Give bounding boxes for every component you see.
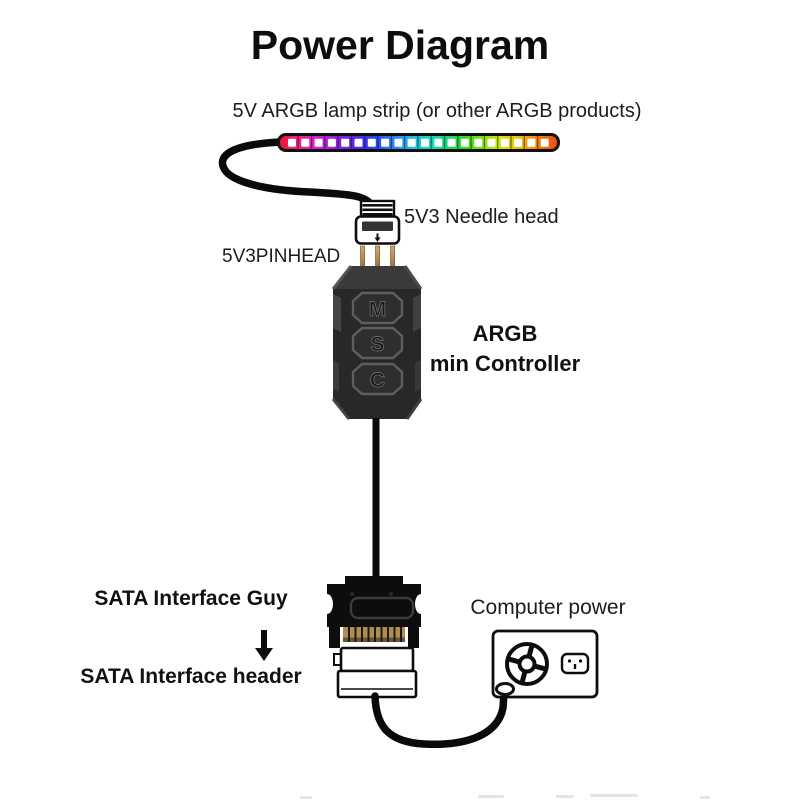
sata-plug-label: SATA Interface Guy: [94, 587, 288, 610]
button-m: M: [351, 291, 404, 325]
computer-power-label: Computer power: [470, 596, 626, 619]
strip-cable: [218, 138, 376, 210]
strip-label: 5V ARGB lamp strip (or other ARGB produc…: [232, 100, 642, 122]
controller-label-line2: min Controller: [429, 351, 581, 376]
psu-cable: [371, 688, 508, 749]
sata-receptacle: [333, 646, 418, 699]
button-c: C: [351, 362, 404, 396]
button-s-label: S: [370, 333, 384, 356]
down-arrow-icon: [255, 630, 273, 661]
sata-pins: [343, 627, 405, 642]
led-segments: [288, 136, 549, 149]
needle-head-connector: [354, 199, 401, 245]
needle-head-label: 5V3 Needle head: [404, 206, 559, 228]
argb-controller: M S C: [331, 265, 423, 420]
controller-label: ARGB min Controller: [105, 319, 800, 379]
fan-icon: [505, 642, 549, 686]
button-s: S: [351, 326, 404, 360]
sata-header-label: SATA Interface header: [80, 665, 302, 688]
pinhead-label: 5V3PINHEAD: [222, 246, 341, 267]
cable-grommet: [495, 682, 515, 696]
power-inlet-icon: [560, 652, 590, 675]
computer-power-unit: [491, 629, 599, 699]
page-title: Power Diagram: [250, 22, 550, 68]
sata-plug: [321, 576, 427, 648]
cutoff-text-artifact: [700, 796, 710, 799]
controller-label-line1: ARGB: [472, 321, 538, 346]
cutoff-text-artifact: [478, 795, 504, 798]
cutoff-text-artifact: [556, 795, 574, 798]
cutoff-text-artifact: [590, 794, 638, 797]
cutoff-text-artifact: [300, 796, 312, 799]
controller-pins: [360, 245, 396, 269]
button-c-label: C: [370, 369, 385, 392]
button-m-label: M: [369, 298, 387, 321]
argb-led-strip: [277, 133, 560, 152]
